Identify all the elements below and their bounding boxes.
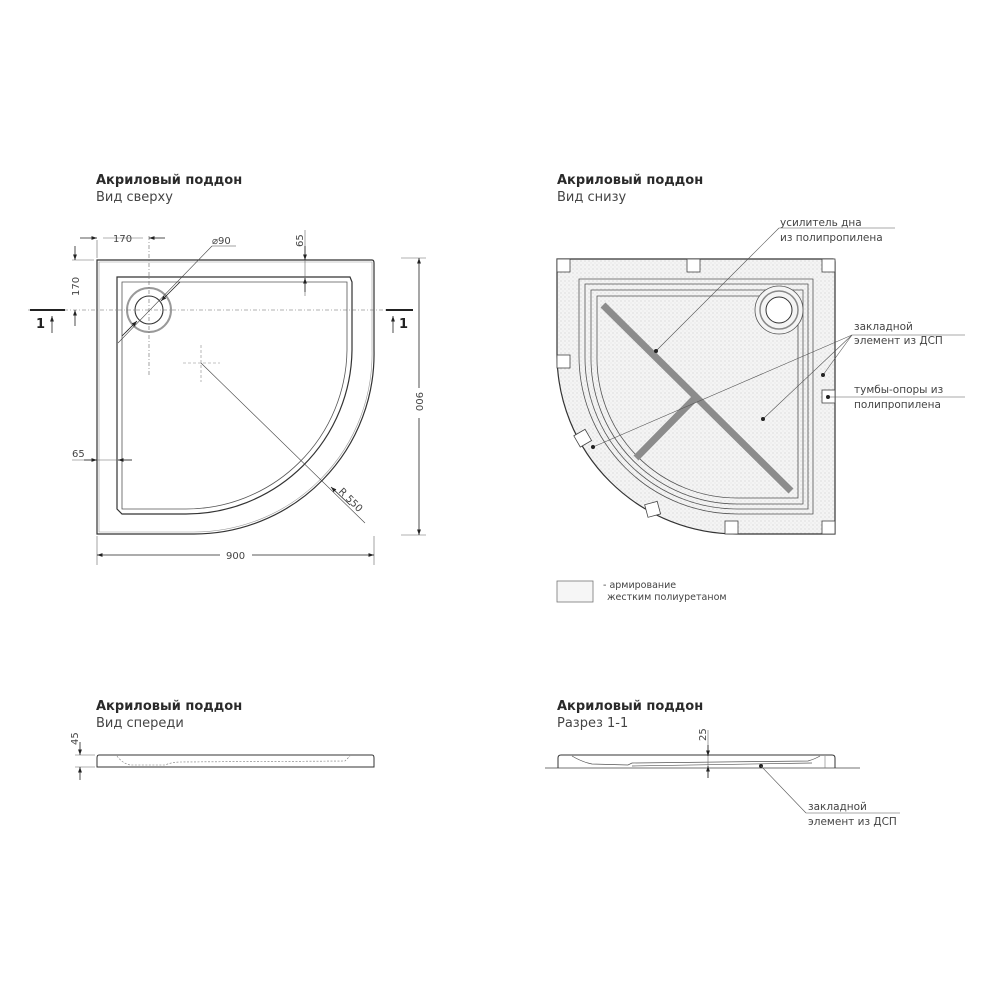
bottom-view-drawing: усилитель дна из полипропилена закладной…: [556, 217, 965, 603]
drain-offset-y-label: 170: [71, 277, 82, 296]
svg-text:закладной: закладной: [854, 321, 913, 333]
svg-text:усилитель дна: усилитель дна: [780, 217, 862, 229]
svg-text:из полипропилена: из полипропилена: [780, 232, 883, 244]
front-view-subtitle: Вид спереди: [96, 716, 184, 731]
section-view-subtitle: Разрез 1-1: [557, 716, 629, 731]
support-blocks: [556, 258, 836, 535]
section-view-title: Акриловый поддон: [557, 699, 704, 714]
front-view-title-block: Акриловый поддон Вид спереди: [96, 698, 242, 732]
section-mark-left: 1: [30, 309, 65, 333]
callout-reinforcement: усилитель дна из полипропилена: [654, 217, 895, 353]
svg-text:элемент из ДСП: элемент из ДСП: [854, 335, 943, 347]
bottom-view-subtitle: Вид снизу: [557, 190, 627, 205]
drain-offset-x-label: 170: [113, 234, 132, 245]
reinforcement-bar-short: [633, 395, 698, 461]
section-view-title-block: Акриловый поддон Разрез 1-1: [557, 698, 703, 732]
section-mark-right: 1: [386, 309, 413, 333]
bottom-view-title: Акриловый поддон: [557, 173, 704, 188]
rim-left-label: 65: [72, 449, 85, 460]
legend: - армирование жестким полиуретаном: [556, 580, 727, 603]
svg-text:элемент из ДСП: элемент из ДСП: [808, 816, 897, 828]
section-height-label: 25: [698, 728, 709, 741]
drain-diameter-label: ⌀90: [212, 236, 231, 247]
legend-swatch: [556, 580, 594, 603]
top-view-title: Акриловый поддон: [96, 173, 243, 188]
svg-text:1: 1: [36, 317, 45, 332]
top-view-drawing: R 550 ⌀90 170 170 65 65 900: [28, 230, 426, 565]
top-view-subtitle: Вид сверху: [96, 190, 173, 205]
rim-top-label: 65: [295, 234, 306, 247]
front-height-label: 45: [70, 732, 81, 745]
svg-text:1: 1: [399, 317, 408, 332]
reinforcement-bar-diagonal: [600, 302, 794, 494]
svg-text:закладной: закладной: [808, 801, 867, 813]
callout-insert: закладной элемент из ДСП: [591, 321, 965, 449]
bottom-view-title-block: Акриловый поддон Вид снизу: [557, 172, 703, 206]
svg-text:полипропилена: полипропилена: [854, 399, 941, 411]
svg-text:тумбы-опоры из: тумбы-опоры из: [854, 384, 943, 396]
callout-supports: тумбы-опоры из полипропилена: [826, 384, 965, 411]
top-view-title-block: Акриловый поддон Вид сверху: [96, 172, 242, 206]
radius-label: R 550: [336, 486, 364, 514]
width-label: 900: [226, 551, 245, 562]
section-view-drawing: 25 закладной элемент из ДСП: [545, 728, 900, 828]
callout-section-insert: закладной элемент из ДСП: [759, 764, 900, 828]
legend-line1: - армирование: [603, 580, 676, 591]
front-view-drawing: 45: [70, 732, 375, 780]
depth-label: 900: [413, 392, 424, 411]
legend-line2: жестким полиуретаном: [607, 592, 727, 603]
front-view-title: Акриловый поддон: [96, 699, 243, 714]
